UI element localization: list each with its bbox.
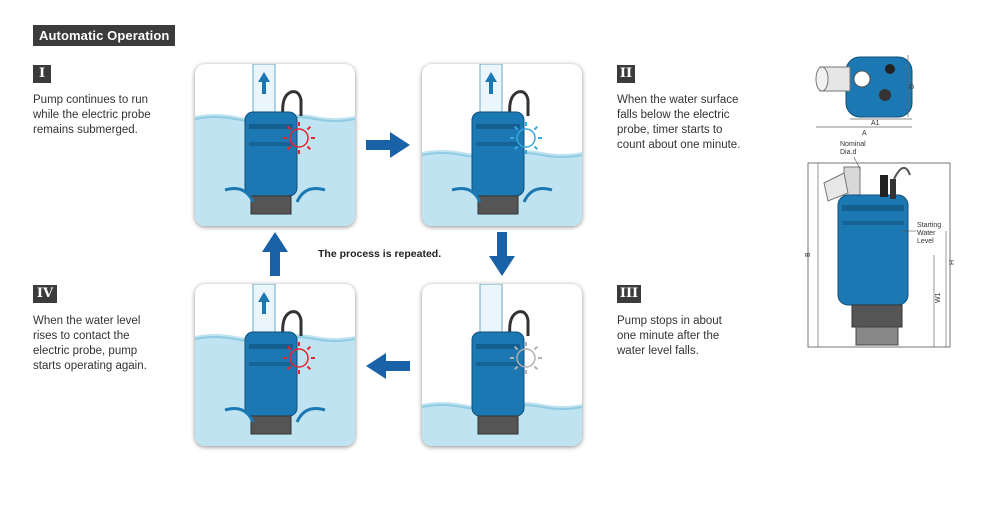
process-repeated-caption: The process is repeated. [318, 248, 442, 260]
panel-step-4 [195, 284, 355, 446]
step-2-badge: II [617, 65, 635, 83]
step-4-text: When the water level rises to contact th… [33, 315, 147, 372]
pump-top-view [815, 55, 913, 128]
dim-label-starting-water-level: Starting Water Level [917, 222, 942, 245]
step-1-badge: I [33, 65, 51, 83]
step-3-badge: III [617, 285, 641, 303]
dim-label-a1: A1 [871, 120, 880, 127]
step-4-badge: IV [33, 285, 57, 303]
pump-scene [195, 64, 355, 226]
arrow-up-icon [262, 232, 288, 276]
section-title: Automatic Operation [33, 25, 176, 46]
dim-label-nominal-dia: Nominal Dia.d [840, 141, 866, 156]
step-3-text: Pump stops in about one minute after the… [617, 315, 722, 357]
step-2-text: When the water surface falls below the e… [617, 94, 741, 151]
pump-dimension-drawing: D A1 A B H W1 [805, 55, 956, 348]
dim-label-w1: W1 [935, 292, 942, 303]
arrow-left-icon [366, 353, 410, 379]
pump-scene [422, 284, 582, 446]
dim-label-d: D [909, 84, 916, 89]
pump-side-view [807, 162, 951, 348]
panel-step-2 [422, 64, 582, 226]
pump-scene [422, 64, 582, 226]
dim-label-b: B [805, 252, 812, 257]
arrow-right-icon [366, 132, 410, 158]
discharge-pipe [479, 284, 503, 333]
panel-step-3 [422, 284, 582, 446]
arrow-down-icon [489, 232, 515, 276]
pump-scene [195, 284, 355, 446]
step-1-text: Pump continues to run while the electric… [33, 94, 151, 136]
dim-label-a: A [862, 130, 867, 137]
dim-label-h: H [949, 260, 956, 265]
panel-step-1 [195, 64, 355, 226]
